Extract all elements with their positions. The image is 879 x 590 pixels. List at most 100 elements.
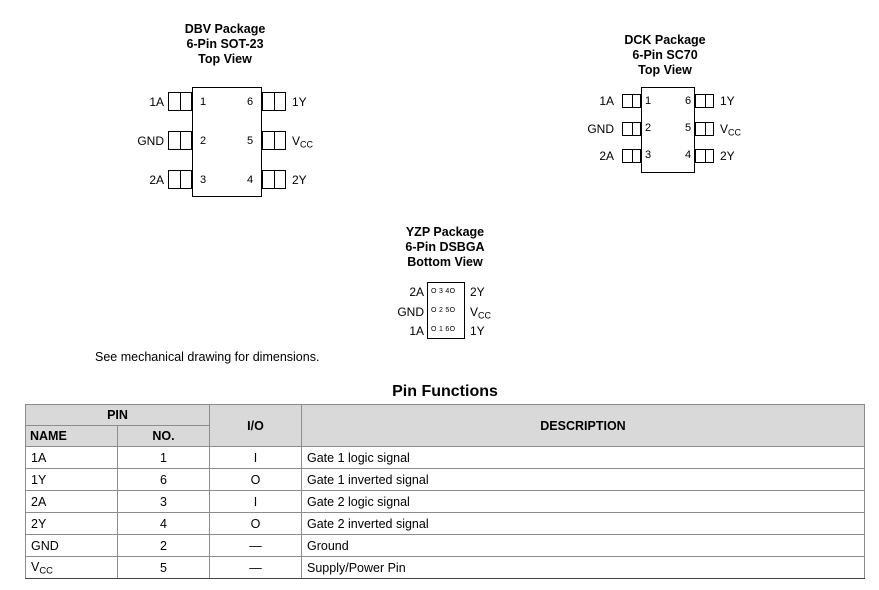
dck-lead-3 (622, 149, 641, 163)
dimensions-note: See mechanical drawing for dimensions. (95, 350, 320, 364)
dck-lead-1 (622, 94, 641, 108)
yzp-subtitle: 6-Pin DSBGA (405, 240, 485, 254)
dck-pin-no-2: 2 (645, 122, 652, 134)
dck-lead-4 (695, 149, 714, 163)
dck-pin-no-6: 6 (685, 95, 692, 107)
dbv-view: Top View (198, 52, 252, 66)
dbv-pin-no-3: 3 (200, 174, 207, 186)
header-no: NO. (117, 425, 210, 447)
dbv-package-title: DBV Package 6-Pin SOT-23 Top View (140, 22, 310, 67)
yzp-balls-row-top: O 3 4O (431, 288, 456, 295)
dbv-package-diagram: DBV Package 6-Pin SOT-23 Top View 1A GND… (137, 22, 313, 202)
dbv-vcc-main: V (292, 134, 301, 148)
cell-no: 2 (117, 534, 210, 557)
yzp-vcc-sub: CC (478, 310, 492, 321)
cell-description: Gate 2 inverted signal (301, 512, 865, 535)
cell-no: 6 (117, 468, 210, 491)
dck-pin-no-5: 5 (685, 122, 692, 134)
yzp-balls-row-bot: O 1 6O (431, 326, 456, 333)
table-row: 1Y 6 O Gate 1 inverted signal (25, 468, 865, 491)
yzp-ic-body (427, 282, 465, 339)
dbv-lead-6 (262, 92, 286, 111)
dbv-lead-2 (168, 131, 192, 150)
dbv-subtitle: 6-Pin SOT-23 (186, 37, 264, 51)
cell-name: 1Y (25, 468, 118, 491)
dbv-ic-body (192, 87, 262, 197)
dbv-pin-name-6: 1Y (292, 95, 307, 109)
dck-pin-name-3: 2A (599, 149, 614, 163)
dck-title: DCK Package (624, 33, 706, 47)
header-name: NAME (25, 425, 118, 447)
header-description: DESCRIPTION (301, 404, 865, 447)
dck-lead-2 (622, 122, 641, 136)
yzp-balls-row-mid: O 2 5O (431, 307, 456, 314)
dck-pin-no-3: 3 (645, 149, 652, 161)
dbv-pin-no-2: 2 (200, 135, 207, 147)
dbv-pin-name-5: VCC (292, 134, 313, 151)
dbv-lead-1 (168, 92, 192, 111)
dbv-pin-name-1: 1A (149, 95, 164, 109)
cell-io: — (209, 534, 302, 557)
yzp-package-title: YZP Package 6-Pin DSBGA Bottom View (385, 225, 505, 270)
cell-no: 1 (117, 446, 210, 469)
cell-description: Gate 1 inverted signal (301, 468, 865, 491)
dck-lead-5 (695, 122, 714, 136)
header-io: I/O (209, 404, 302, 447)
yzp-package-diagram: YZP Package 6-Pin DSBGA Bottom View 2A G… (385, 225, 505, 343)
table-row: 1A 1 I Gate 1 logic signal (25, 446, 865, 469)
dbv-pin-no-4: 4 (247, 174, 254, 186)
vcc-main: V (31, 559, 40, 574)
yzp-title: YZP Package (405, 225, 485, 239)
cell-name: GND (25, 534, 118, 557)
dbv-pin-name-4: 2Y (292, 173, 307, 187)
dck-pin-no-1: 1 (645, 95, 652, 107)
dbv-pin-no-5: 5 (247, 135, 254, 147)
dbv-pin-no-1: 1 (200, 96, 207, 108)
table-row: VCC 5 — Supply/Power Pin (25, 556, 865, 579)
yzp-left-label-bot: 1A (409, 324, 424, 338)
dck-package-diagram: DCK Package 6-Pin SC70 Top View 1A GND 2… (585, 33, 745, 178)
cell-description: Gate 2 logic signal (301, 490, 865, 513)
dbv-vcc-sub: CC (300, 139, 314, 150)
dbv-lead-3 (168, 170, 192, 189)
dbv-lead-4 (262, 170, 286, 189)
cell-io: I (209, 490, 302, 513)
pin-functions-title: Pin Functions (392, 383, 498, 400)
cell-name: 1A (25, 446, 118, 469)
cell-io: I (209, 446, 302, 469)
cell-name: VCC (25, 556, 118, 579)
dck-ic-body (641, 87, 695, 173)
dck-package-title: DCK Package 6-Pin SC70 Top View (585, 33, 745, 78)
cell-no: 5 (117, 556, 210, 579)
dbv-pin-name-2: GND (137, 134, 164, 148)
cell-no: 4 (117, 512, 210, 535)
pin-functions-table: PIN I/O DESCRIPTION NAME NO. 1A 1 I Gate… (25, 404, 865, 579)
yzp-right-label-bot: 1Y (470, 324, 485, 338)
yzp-left-label-top: 2A (409, 285, 424, 299)
dck-pin-name-4: 2Y (720, 149, 735, 163)
dbv-pin-no-6: 6 (247, 96, 254, 108)
cell-description: Ground (301, 534, 865, 557)
table-row: 2Y 4 O Gate 2 inverted signal (25, 512, 865, 535)
dck-pin-no-4: 4 (685, 149, 692, 161)
cell-description: Supply/Power Pin (301, 556, 865, 579)
yzp-right-label-mid: VCC (470, 305, 491, 322)
cell-no: 3 (117, 490, 210, 513)
dck-subtitle: 6-Pin SC70 (632, 48, 698, 62)
dck-view: Top View (638, 63, 692, 77)
dbv-title: DBV Package (184, 22, 266, 36)
dck-vcc-main: V (720, 122, 729, 136)
dck-vcc-sub: CC (728, 127, 742, 138)
vcc-sub: CC (39, 565, 53, 576)
cell-io: O (209, 512, 302, 535)
yzp-left-label-mid: GND (397, 305, 424, 319)
yzp-right-label-top: 2Y (470, 285, 485, 299)
yzp-vcc-main: V (470, 305, 479, 319)
cell-description: Gate 1 logic signal (301, 446, 865, 469)
cell-io: — (209, 556, 302, 579)
table-row: 2A 3 I Gate 2 logic signal (25, 490, 865, 513)
table-row: GND 2 — Ground (25, 534, 865, 557)
yzp-view: Bottom View (407, 255, 483, 269)
dck-pin-name-5: VCC (720, 122, 741, 139)
dck-pin-name-6: 1Y (720, 94, 735, 108)
